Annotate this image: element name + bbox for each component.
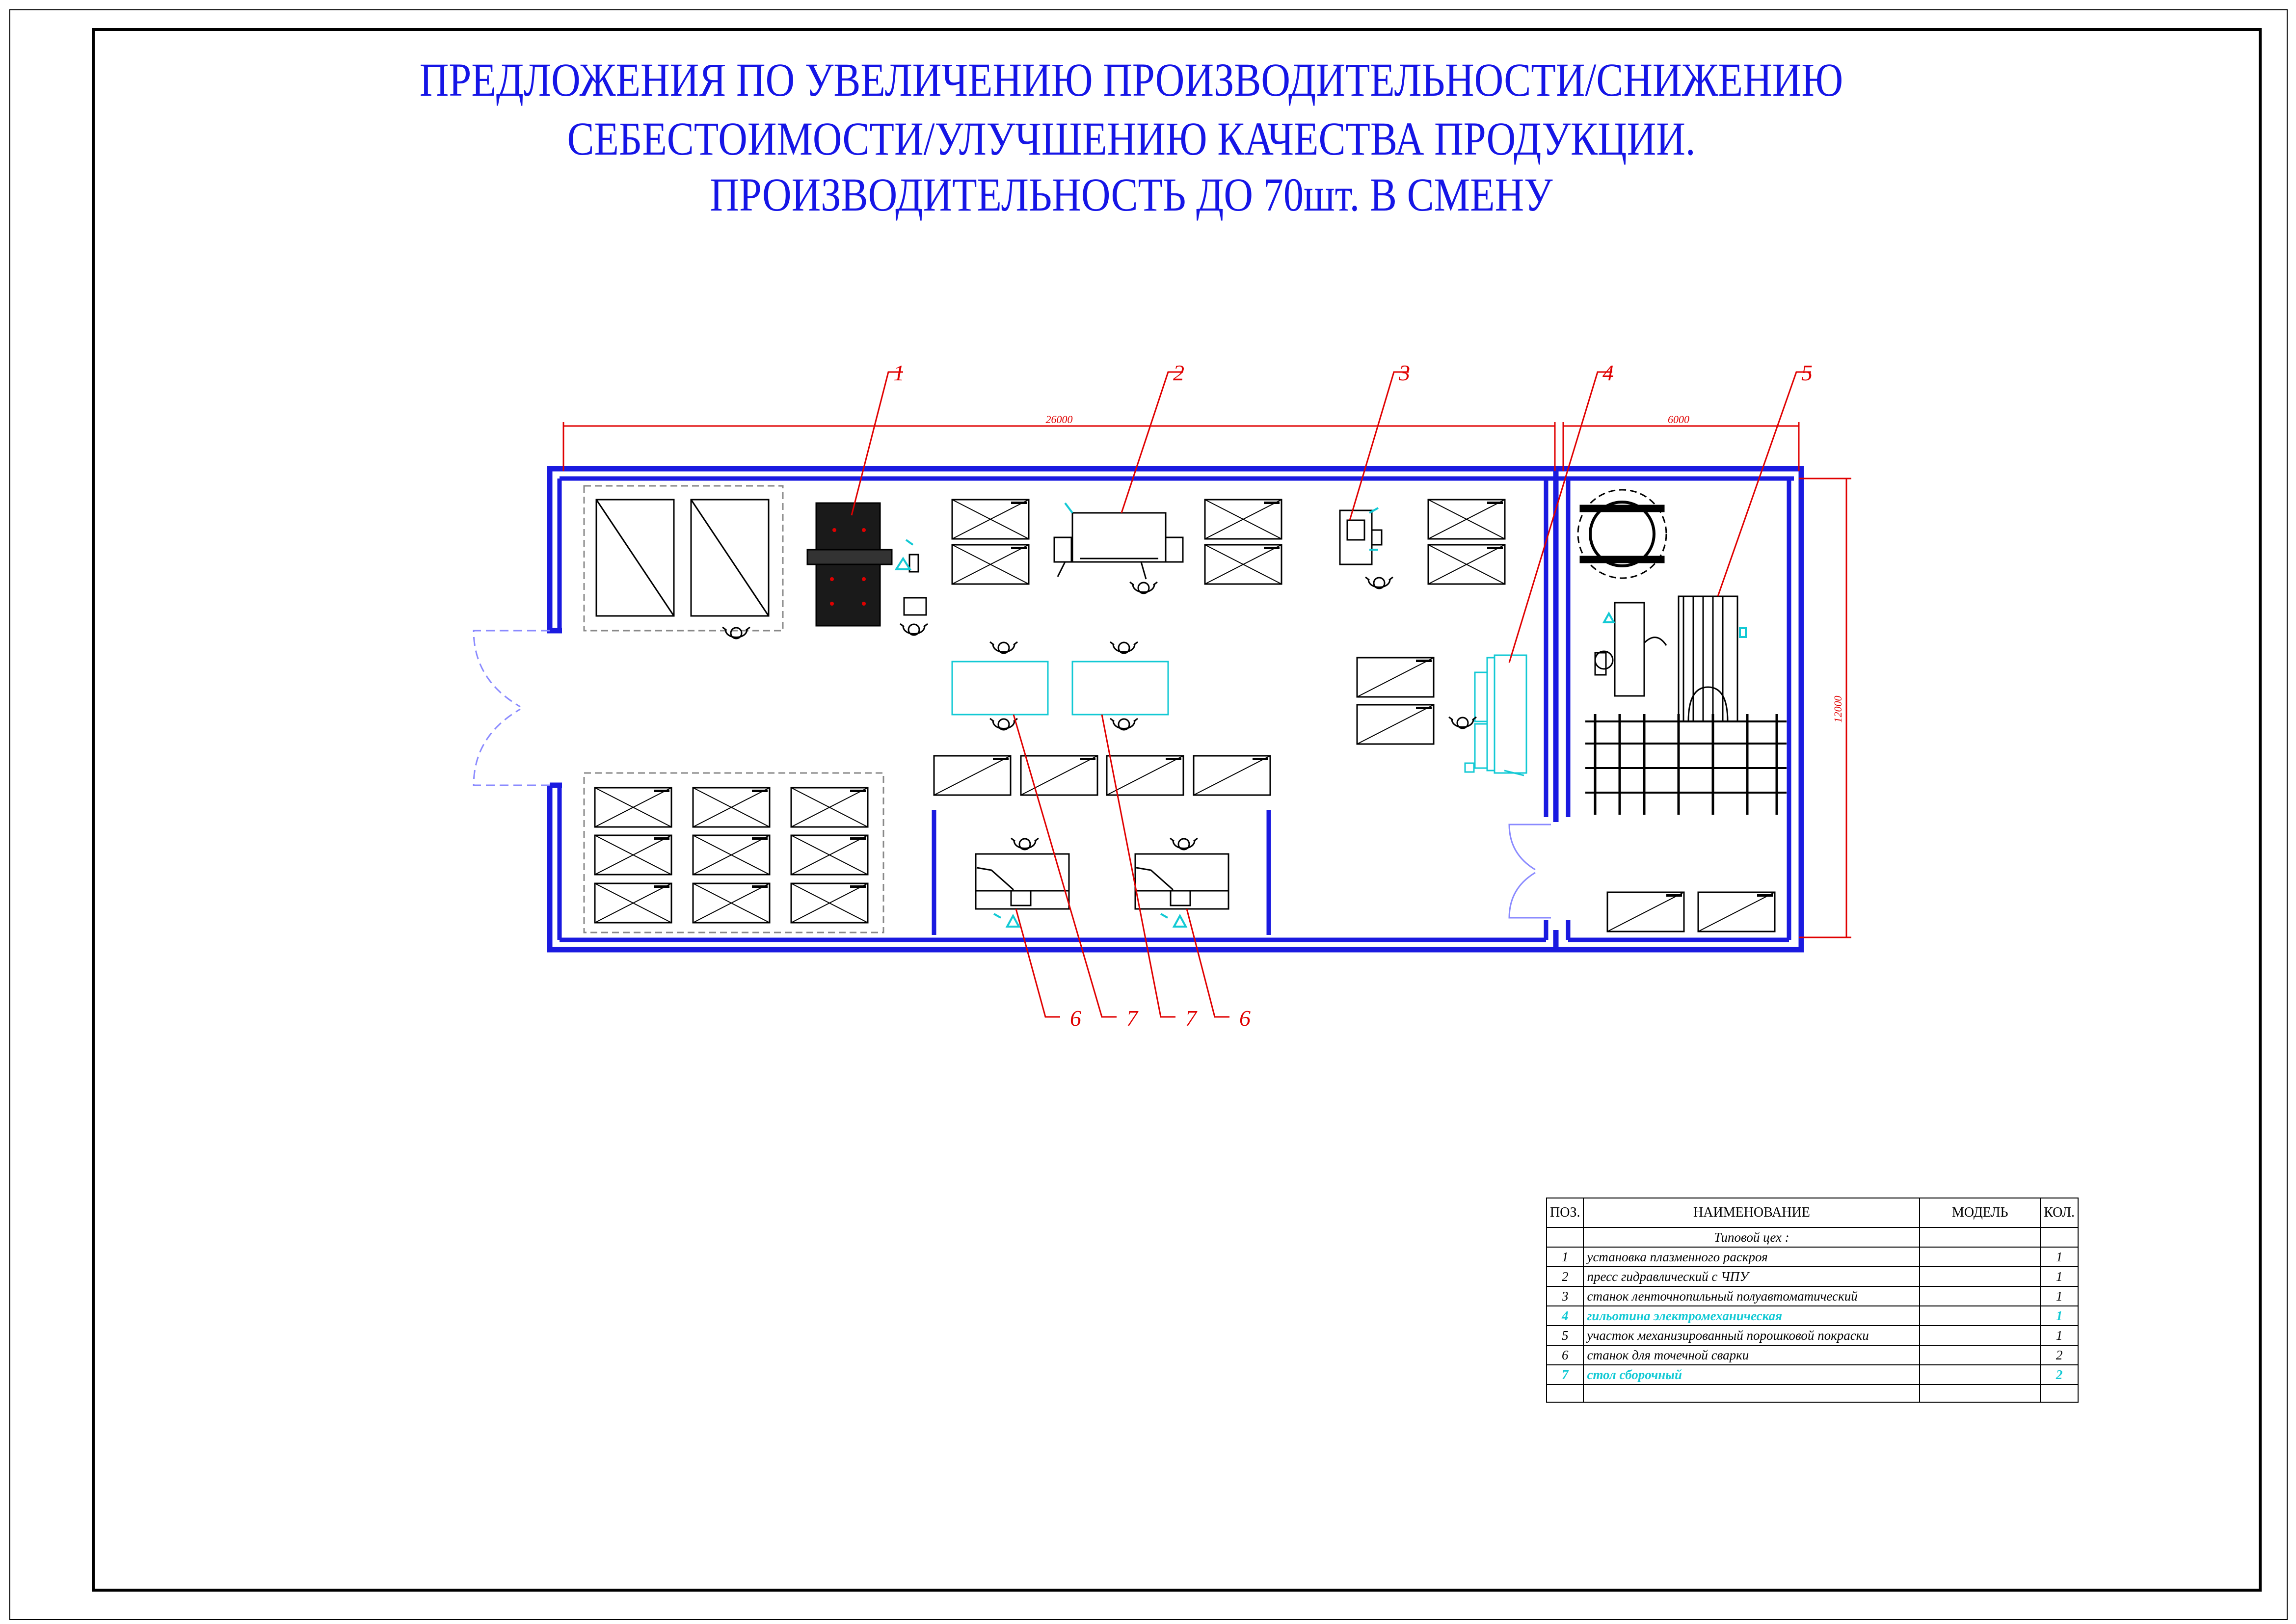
- entrance-door: [473, 630, 550, 786]
- title-line-2: СЕБЕСТОИМОСТИ/УЛУЧШЕНИЮ КАЧЕСТВА ПРОДУКЦ…: [567, 112, 1696, 165]
- operator-table-2a: [1109, 641, 1139, 654]
- callout-leaders: [851, 371, 1811, 1018]
- spec-model: [1919, 1286, 2041, 1306]
- operator-table-2b: [1109, 718, 1139, 731]
- title-line-1: ПРЕДЛОЖЕНИЯ ПО УВЕЛИЧЕНИЮ ПРОИЗВОДИТЕЛЬН…: [419, 53, 1843, 106]
- spec-name: гильотина электромеханическая: [1583, 1305, 1921, 1326]
- spec-model: [1919, 1364, 2041, 1385]
- spec-qty: 1: [2040, 1286, 2079, 1306]
- spec-header-row: ПОЗ. НАИМЕНОВАНИЕ МОДЕЛЬ КОЛ.: [1546, 1198, 2079, 1228]
- dim-height: 12000: [1832, 696, 1844, 723]
- dimension-lines: [562, 422, 1851, 938]
- spec-row: 6 станок для точечной сварки 2: [1546, 1345, 2079, 1365]
- spec-row: 1 установка плазменного раскроя 1: [1546, 1247, 2079, 1267]
- sheet-storage-zone: [583, 485, 784, 632]
- spec-name: станок ленточнопильный полуавтоматически…: [1583, 1286, 1921, 1306]
- spec-model: [1919, 1325, 2041, 1346]
- spec-name: пресс гидравлический с ЧПУ: [1583, 1266, 1921, 1287]
- guillotine-slabs: [1356, 657, 1435, 745]
- spec-model: [1919, 1266, 2041, 1287]
- painting-markers: [1602, 611, 1747, 638]
- operator-press: [1129, 581, 1158, 594]
- spec-pos: 5: [1546, 1325, 1584, 1346]
- welding-markers: [993, 913, 1188, 928]
- spec-header-name: НАИМЕНОВАНИЕ: [1583, 1198, 1921, 1228]
- spec-model: [1919, 1247, 2041, 1267]
- powder-coating-area: [1577, 489, 1787, 815]
- spec-section-row: Типовой цех :: [1546, 1227, 2079, 1248]
- spec-header-pos: ПОЗ.: [1546, 1198, 1584, 1228]
- callout-6b: 6: [1239, 1006, 1251, 1031]
- plasma-cutting-machine: [806, 502, 927, 627]
- callout-4: 4: [1602, 360, 1614, 385]
- title-line-3: ПРОИЗВОДИТЕЛЬНОСТЬ ДО 70шт. В СМЕНУ: [710, 168, 1553, 221]
- operator-table-1a: [989, 641, 1018, 654]
- spec-empty-row: [1546, 1384, 2079, 1403]
- box-pallets-top: [951, 499, 1506, 585]
- operator-guillotine: [1448, 716, 1477, 729]
- spot-welding-stations: [975, 853, 1229, 910]
- spec-header-model: МОДЕЛЬ: [1919, 1198, 2041, 1228]
- spec-section-title: Типовой цех :: [1583, 1227, 1921, 1248]
- callout-2: 2: [1173, 360, 1184, 385]
- spec-qty: 1: [2040, 1266, 2079, 1287]
- spec-pos: 4: [1546, 1305, 1584, 1326]
- callout-6a: 6: [1070, 1006, 1081, 1031]
- spec-qty: 1: [2040, 1325, 2079, 1346]
- band-saw: [1339, 507, 1383, 565]
- callout-3: 3: [1398, 360, 1410, 385]
- spec-pos: 7: [1546, 1364, 1584, 1385]
- hydraulic-press: [1053, 502, 1184, 580]
- operator-table-1b: [989, 718, 1018, 731]
- spec-row: 3 станок ленточнопильный полуавтоматичес…: [1546, 1286, 2079, 1306]
- operator-saw: [1364, 576, 1394, 589]
- callout-5: 5: [1801, 360, 1813, 385]
- spec-name: станок для точечной сварки: [1583, 1345, 1921, 1365]
- spec-pos: 2: [1546, 1266, 1584, 1287]
- spec-name: участок механизированный порошковой покр…: [1583, 1325, 1921, 1346]
- dim-annex-length: 6000: [1668, 413, 1689, 426]
- spec-pos: 6: [1546, 1345, 1584, 1365]
- spec-qty: 2: [2040, 1345, 2079, 1365]
- callout-7a: 7: [1126, 1006, 1139, 1031]
- dim-main-length: 26000: [1046, 413, 1073, 426]
- spec-name: установка плазменного раскроя: [1583, 1247, 1921, 1267]
- guillotine: [1464, 654, 1527, 776]
- outer-frame: [9, 9, 2288, 1620]
- annex-slabs: [1606, 891, 1776, 932]
- inner-frame: [92, 28, 2262, 1592]
- spec-qty: 2: [2040, 1364, 2079, 1385]
- operator-plasma: [899, 623, 929, 636]
- spec-row: 2 пресс гидравлический с ЧПУ 1: [1546, 1266, 2079, 1287]
- spec-header-qty: КОЛ.: [2040, 1198, 2079, 1228]
- operator-weld-2: [1169, 837, 1199, 851]
- spec-model: [1919, 1305, 2041, 1326]
- spec-pos: 1: [1546, 1247, 1584, 1267]
- spec-pos: 3: [1546, 1286, 1584, 1306]
- spec-qty: 1: [2040, 1247, 2079, 1267]
- spec-model: [1919, 1345, 2041, 1365]
- spec-qty: 1: [2040, 1305, 2079, 1326]
- slab-row-middle: [933, 755, 1271, 796]
- spec-row: 4 гильотина электромеханическая 1: [1546, 1305, 2079, 1326]
- box-storage-zone: [583, 772, 884, 933]
- assembly-tables: [951, 661, 1169, 716]
- box-storage: [594, 787, 869, 924]
- annex-door: [1508, 824, 1551, 919]
- spec-name: стол сборочный: [1583, 1364, 1921, 1385]
- callout-numbers: 1 2 3 4 5 6 7 7 6: [893, 360, 1813, 1031]
- spec-row: 5 участок механизированный порошковой по…: [1546, 1325, 2079, 1346]
- specification-table: ПОЗ. НАИМЕНОВАНИЕ МОДЕЛЬ КОЛ. Типовой це…: [1546, 1198, 2079, 1403]
- sheet-racks: [595, 499, 770, 617]
- spec-row: 7 стол сборочный 2: [1546, 1364, 2079, 1385]
- building-walls: [547, 466, 1804, 953]
- operator-weld-1: [1010, 837, 1040, 851]
- callout-7b: 7: [1185, 1006, 1198, 1031]
- operator-storage: [721, 626, 751, 639]
- callout-1: 1: [893, 360, 905, 385]
